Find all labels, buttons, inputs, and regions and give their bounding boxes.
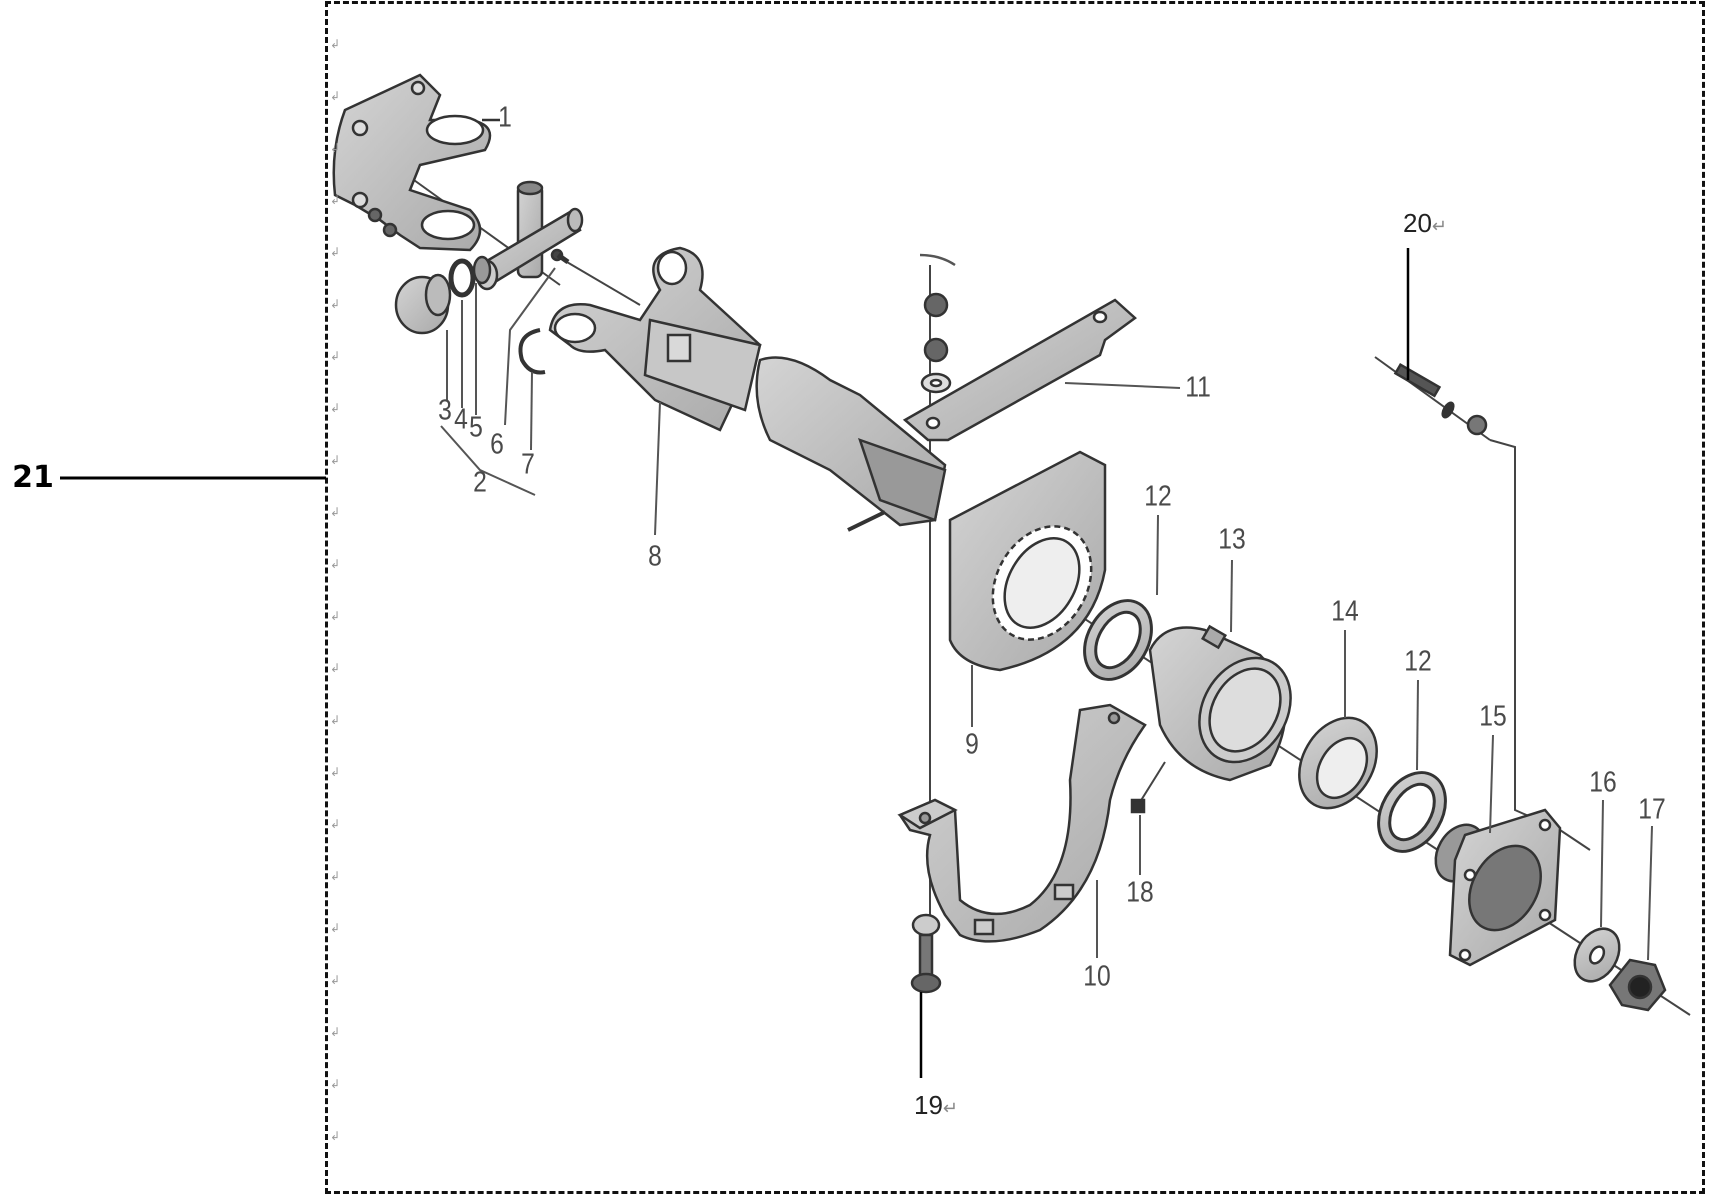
paragraph-mark-icon: ↲ — [330, 557, 341, 571]
part-support-plate — [902, 298, 1181, 442]
part-flange-yoke — [332, 73, 500, 252]
callout-16: 16 — [1589, 766, 1617, 799]
callout-15: 15 — [1479, 700, 1507, 733]
part-companion-flange — [1434, 734, 1562, 967]
part-ball-bearing — [1298, 630, 1378, 810]
part-seal-ring-inner — [472, 255, 492, 285]
callout-4: 4 — [454, 403, 468, 436]
callout-21: 21 — [12, 460, 54, 495]
paragraph-mark-icon: ↲ — [330, 193, 341, 207]
paragraph-mark-icon: ↲ — [330, 1025, 341, 1039]
callout-10: 10 — [1083, 960, 1111, 993]
callout-19: 19↵ — [914, 1092, 958, 1118]
paragraph-mark-icon: ↲ — [330, 505, 341, 519]
paragraph-mark-icon: ↲ — [330, 973, 341, 987]
paragraph-mark-icon: ↲ — [330, 297, 341, 311]
assembly-frame — [325, 1, 1705, 1194]
paragraph-mark-icon: ↲ — [330, 245, 341, 259]
callout-7: 7 — [521, 448, 535, 481]
paragraph-mark-icon: ↲ — [330, 141, 341, 155]
part-grease-nipple — [556, 252, 570, 265]
part-slip-yoke — [548, 246, 947, 536]
callout-11: 11 — [1185, 371, 1211, 404]
paragraph-mark-icon: ↲ — [330, 453, 341, 467]
paragraph-mark-icon: ↲ — [330, 1129, 341, 1143]
callout-6: 6 — [490, 428, 504, 461]
callout-13: 13 — [1218, 523, 1246, 556]
part-dust-seal-1 — [1083, 514, 1159, 681]
paragraph-mark-icon: ↲ — [330, 349, 341, 363]
part-seal-ring — [448, 258, 476, 298]
callout-5: 5 — [469, 411, 483, 444]
callout-18: 18 — [1126, 876, 1154, 909]
callout-20: 20↵ — [1403, 210, 1447, 236]
paragraph-mark-icon: ↲ — [330, 817, 341, 831]
paragraph-mark-icon: ↲ — [330, 921, 341, 935]
paragraph-mark-icon: ↲ — [330, 37, 341, 51]
part-center-bearing-bracket — [897, 703, 1147, 958]
part-bearing-housing — [1148, 559, 1292, 782]
paragraph-mark-icon: ↲ — [330, 401, 341, 415]
part-flange-bolt-set — [1393, 248, 1488, 436]
part-bearing-cushion — [948, 450, 1107, 727]
callout-9: 9 — [965, 728, 979, 761]
callout-1: 1 — [498, 101, 512, 134]
part-bearing-cap — [394, 273, 452, 335]
part-grease-fitting — [1130, 798, 1146, 875]
callout-14: 14 — [1331, 595, 1359, 628]
callout-19-number: 19 — [913, 1090, 943, 1120]
part-mounting-bolt — [910, 913, 942, 1078]
leaders-small-parts — [440, 267, 556, 496]
paragraph-mark-icon: ↲ — [330, 713, 341, 727]
part-dust-seal-2 — [1377, 679, 1447, 853]
callout-2: 2 — [473, 466, 487, 499]
paragraph-mark-icon: ↲ — [330, 89, 341, 103]
callout-20-number: 20 — [1402, 208, 1432, 238]
return-mark-icon: ↵ — [942, 1098, 959, 1118]
callout-12-a: 12 — [1144, 480, 1172, 513]
part-washer — [1573, 799, 1621, 983]
callout-3: 3 — [438, 394, 452, 427]
part-snap-ring — [518, 328, 546, 375]
part-nut-stack — [919, 253, 956, 394]
callout-17: 17 — [1638, 793, 1666, 826]
return-mark-icon: ↵ — [1431, 216, 1448, 236]
part-universal-joint — [394, 180, 584, 375]
paragraph-mark-icon: ↲ — [330, 765, 341, 779]
part-castle-nut — [1608, 825, 1667, 1012]
callout-12-b: 12 — [1404, 645, 1432, 678]
paragraph-mark-icon: ↲ — [330, 661, 341, 675]
paragraph-mark-icon: ↲ — [330, 869, 341, 883]
paragraph-mark-icon: ↲ — [330, 1077, 341, 1091]
callout-8: 8 — [648, 540, 662, 573]
paragraph-mark-icon: ↲ — [330, 609, 341, 623]
